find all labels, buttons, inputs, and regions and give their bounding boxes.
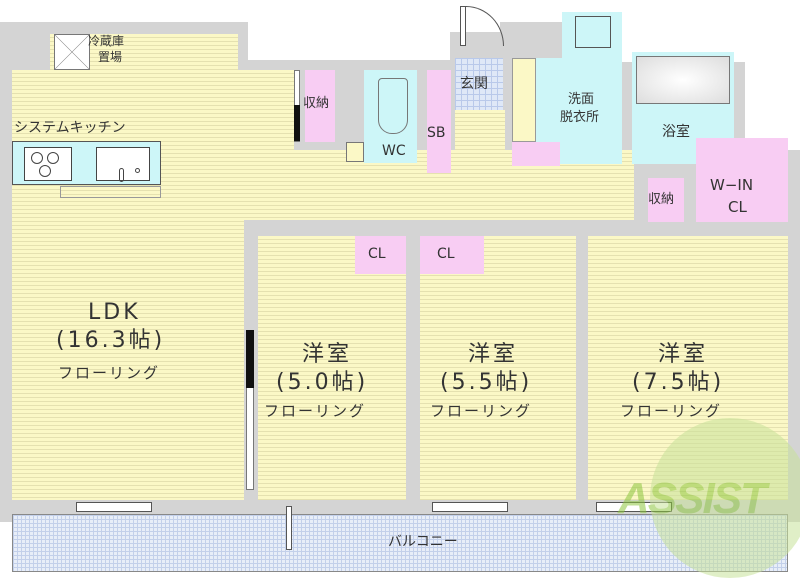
walk-in-closet (696, 138, 788, 222)
room1-name: 洋室 (302, 342, 353, 367)
room3-floor-type: フローリング (620, 402, 723, 420)
wic-label-2: CL (728, 198, 747, 216)
cl-label-2: CL (437, 246, 455, 262)
room1-size: (5.0帖) (276, 370, 369, 395)
closet-cl-1 (355, 236, 407, 274)
western-room-1-floor (258, 236, 406, 500)
bathroom-label: 浴室 (662, 124, 690, 140)
wall-room2-room3 (576, 224, 588, 500)
kitchen-bench (60, 186, 161, 198)
cl-label-1: CL (368, 246, 386, 262)
window-ldk (76, 502, 152, 512)
room3-name: 洋室 (658, 342, 709, 367)
stove-icon (24, 147, 72, 181)
shoe-box (427, 70, 451, 173)
western-room-2-floor (420, 236, 576, 500)
fridge-label: 冷蔵庫 (88, 34, 125, 48)
room2-floor-type: フローリング (430, 402, 533, 420)
wall-rooms-top (244, 222, 788, 236)
ldk-name: LDK (88, 300, 141, 325)
wash-storage (512, 142, 560, 166)
storage-label-1: 収納 (303, 96, 330, 111)
room1-floor-type: フローリング (264, 402, 367, 420)
balcony-door[interactable] (286, 506, 292, 550)
kitchen-label: システムキッチン (14, 120, 126, 136)
sb-label: SB (427, 125, 446, 141)
wall-room1-room2 (406, 236, 420, 500)
sink-icon (96, 147, 150, 182)
western-room-3-floor (588, 236, 788, 500)
fridge-label-2: 置場 (98, 50, 123, 64)
sink-wc-icon (346, 142, 364, 162)
sliding-door-room1-dark (246, 330, 254, 388)
hall-floor (244, 70, 294, 220)
balcony-label: バルコニー (388, 534, 458, 550)
washing-machine-icon (575, 16, 611, 48)
vanity-icon (512, 58, 536, 142)
ldk-floor-type: フローリング (58, 364, 161, 382)
closet-cl-2 (420, 236, 484, 274)
storage-label-2: 収納 (648, 192, 675, 207)
fridge-space (54, 34, 90, 70)
storage-door-1-dark (294, 105, 300, 141)
assist-watermark-logo: ASSIST (610, 418, 800, 578)
room2-name: 洋室 (468, 342, 519, 367)
room2-size: (5.5帖) (440, 370, 533, 395)
room3-size: (7.5帖) (632, 370, 725, 395)
wic-label: W−IN (710, 176, 754, 194)
bathtub-icon (636, 56, 730, 104)
wc-label: WC (382, 143, 406, 159)
entry-hall-floor (455, 110, 505, 150)
storage-closet-2 (648, 178, 684, 222)
ldk-size: (16.3帖) (56, 328, 166, 353)
storage-closet-1 (305, 70, 335, 142)
entrance-door-swing (466, 6, 504, 46)
window-room2 (432, 502, 508, 512)
washroom-label: 洗面 (568, 92, 595, 107)
washroom-label-2: 脱衣所 (560, 110, 600, 125)
entrance-label: 玄関 (460, 76, 488, 92)
toilet-icon (378, 78, 408, 134)
entrance (455, 58, 503, 110)
